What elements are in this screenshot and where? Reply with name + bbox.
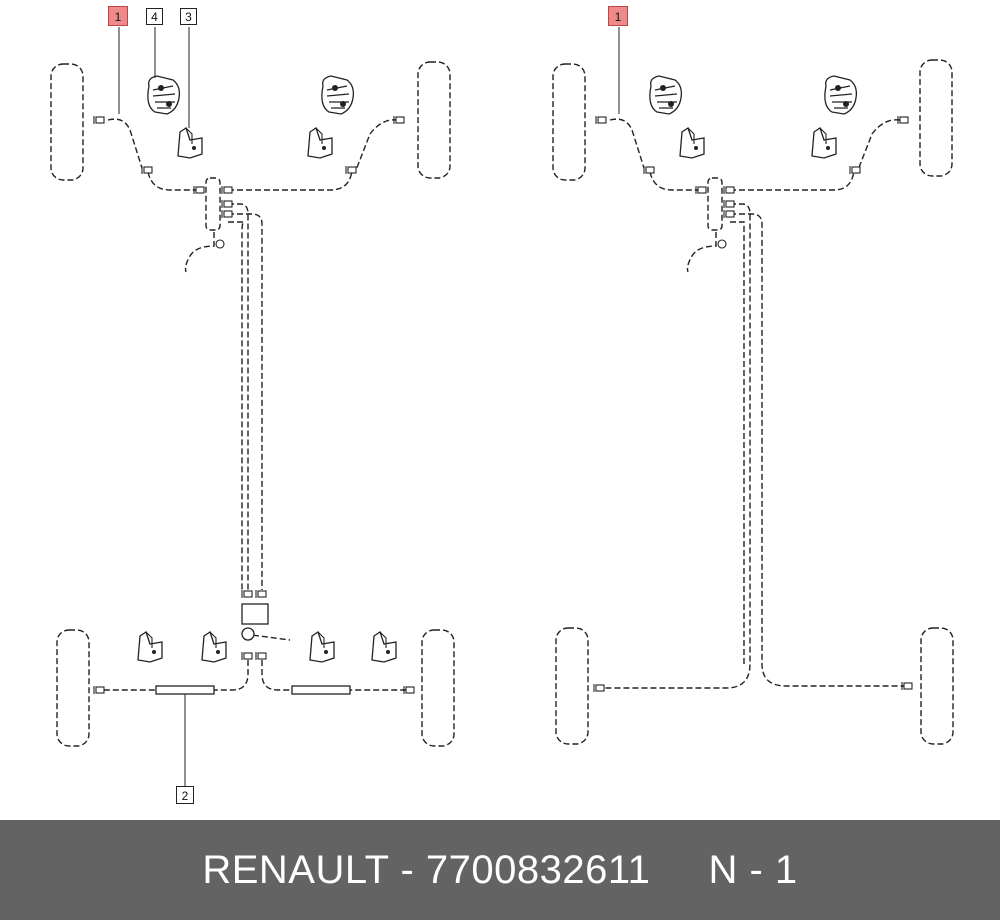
callout-part-3[interactable]: 3 bbox=[180, 8, 197, 25]
callout-part-2[interactable]: 2 bbox=[176, 786, 194, 804]
part-number: 7700832611 bbox=[425, 847, 651, 892]
footer-text: RENAULT - 7700832611 N - 1 bbox=[202, 848, 797, 893]
rear-right-wheel bbox=[920, 627, 954, 745]
callout-part-1[interactable]: 1 bbox=[108, 6, 128, 26]
brake-system-diagram bbox=[50, 27, 954, 786]
left-diagram bbox=[50, 27, 455, 786]
front-right-bracket bbox=[307, 127, 333, 159]
front-right-bracket bbox=[811, 127, 837, 159]
brand-name: RENAULT bbox=[202, 847, 389, 892]
footer-bar: RENAULT - 7700832611 N - 1 bbox=[0, 820, 1000, 920]
callout-part-1-right[interactable]: 1 bbox=[608, 6, 628, 26]
rear-bracket bbox=[137, 631, 163, 663]
right-fittings bbox=[593, 115, 913, 693]
separator: - bbox=[388, 847, 426, 892]
front-left-caliper bbox=[649, 75, 683, 115]
front-right-caliper bbox=[824, 75, 858, 115]
left-brake-pipes bbox=[104, 118, 410, 691]
rear-left-wheel bbox=[56, 629, 90, 747]
rear-right-wheel bbox=[421, 629, 455, 747]
rear-bracket bbox=[201, 631, 227, 663]
rear-left-wheel bbox=[555, 627, 589, 745]
front-left-wheel bbox=[50, 63, 84, 181]
callout-part-4[interactable]: 4 bbox=[146, 8, 163, 25]
left-leader-lines bbox=[118, 27, 190, 786]
front-right-wheel bbox=[919, 59, 953, 177]
right-brake-pipes bbox=[604, 118, 906, 689]
right-diagram bbox=[552, 27, 954, 745]
left-fittings bbox=[93, 115, 415, 695]
front-left-wheel bbox=[552, 63, 586, 181]
front-left-caliper bbox=[147, 75, 181, 115]
gap bbox=[650, 848, 708, 892]
page-indicator: N - 1 bbox=[708, 847, 798, 892]
front-left-bracket bbox=[679, 127, 705, 159]
front-right-caliper bbox=[321, 75, 355, 115]
rear-bracket bbox=[371, 631, 397, 663]
rear-bracket bbox=[309, 631, 335, 663]
front-left-bracket bbox=[177, 127, 203, 159]
front-right-wheel bbox=[417, 61, 451, 179]
